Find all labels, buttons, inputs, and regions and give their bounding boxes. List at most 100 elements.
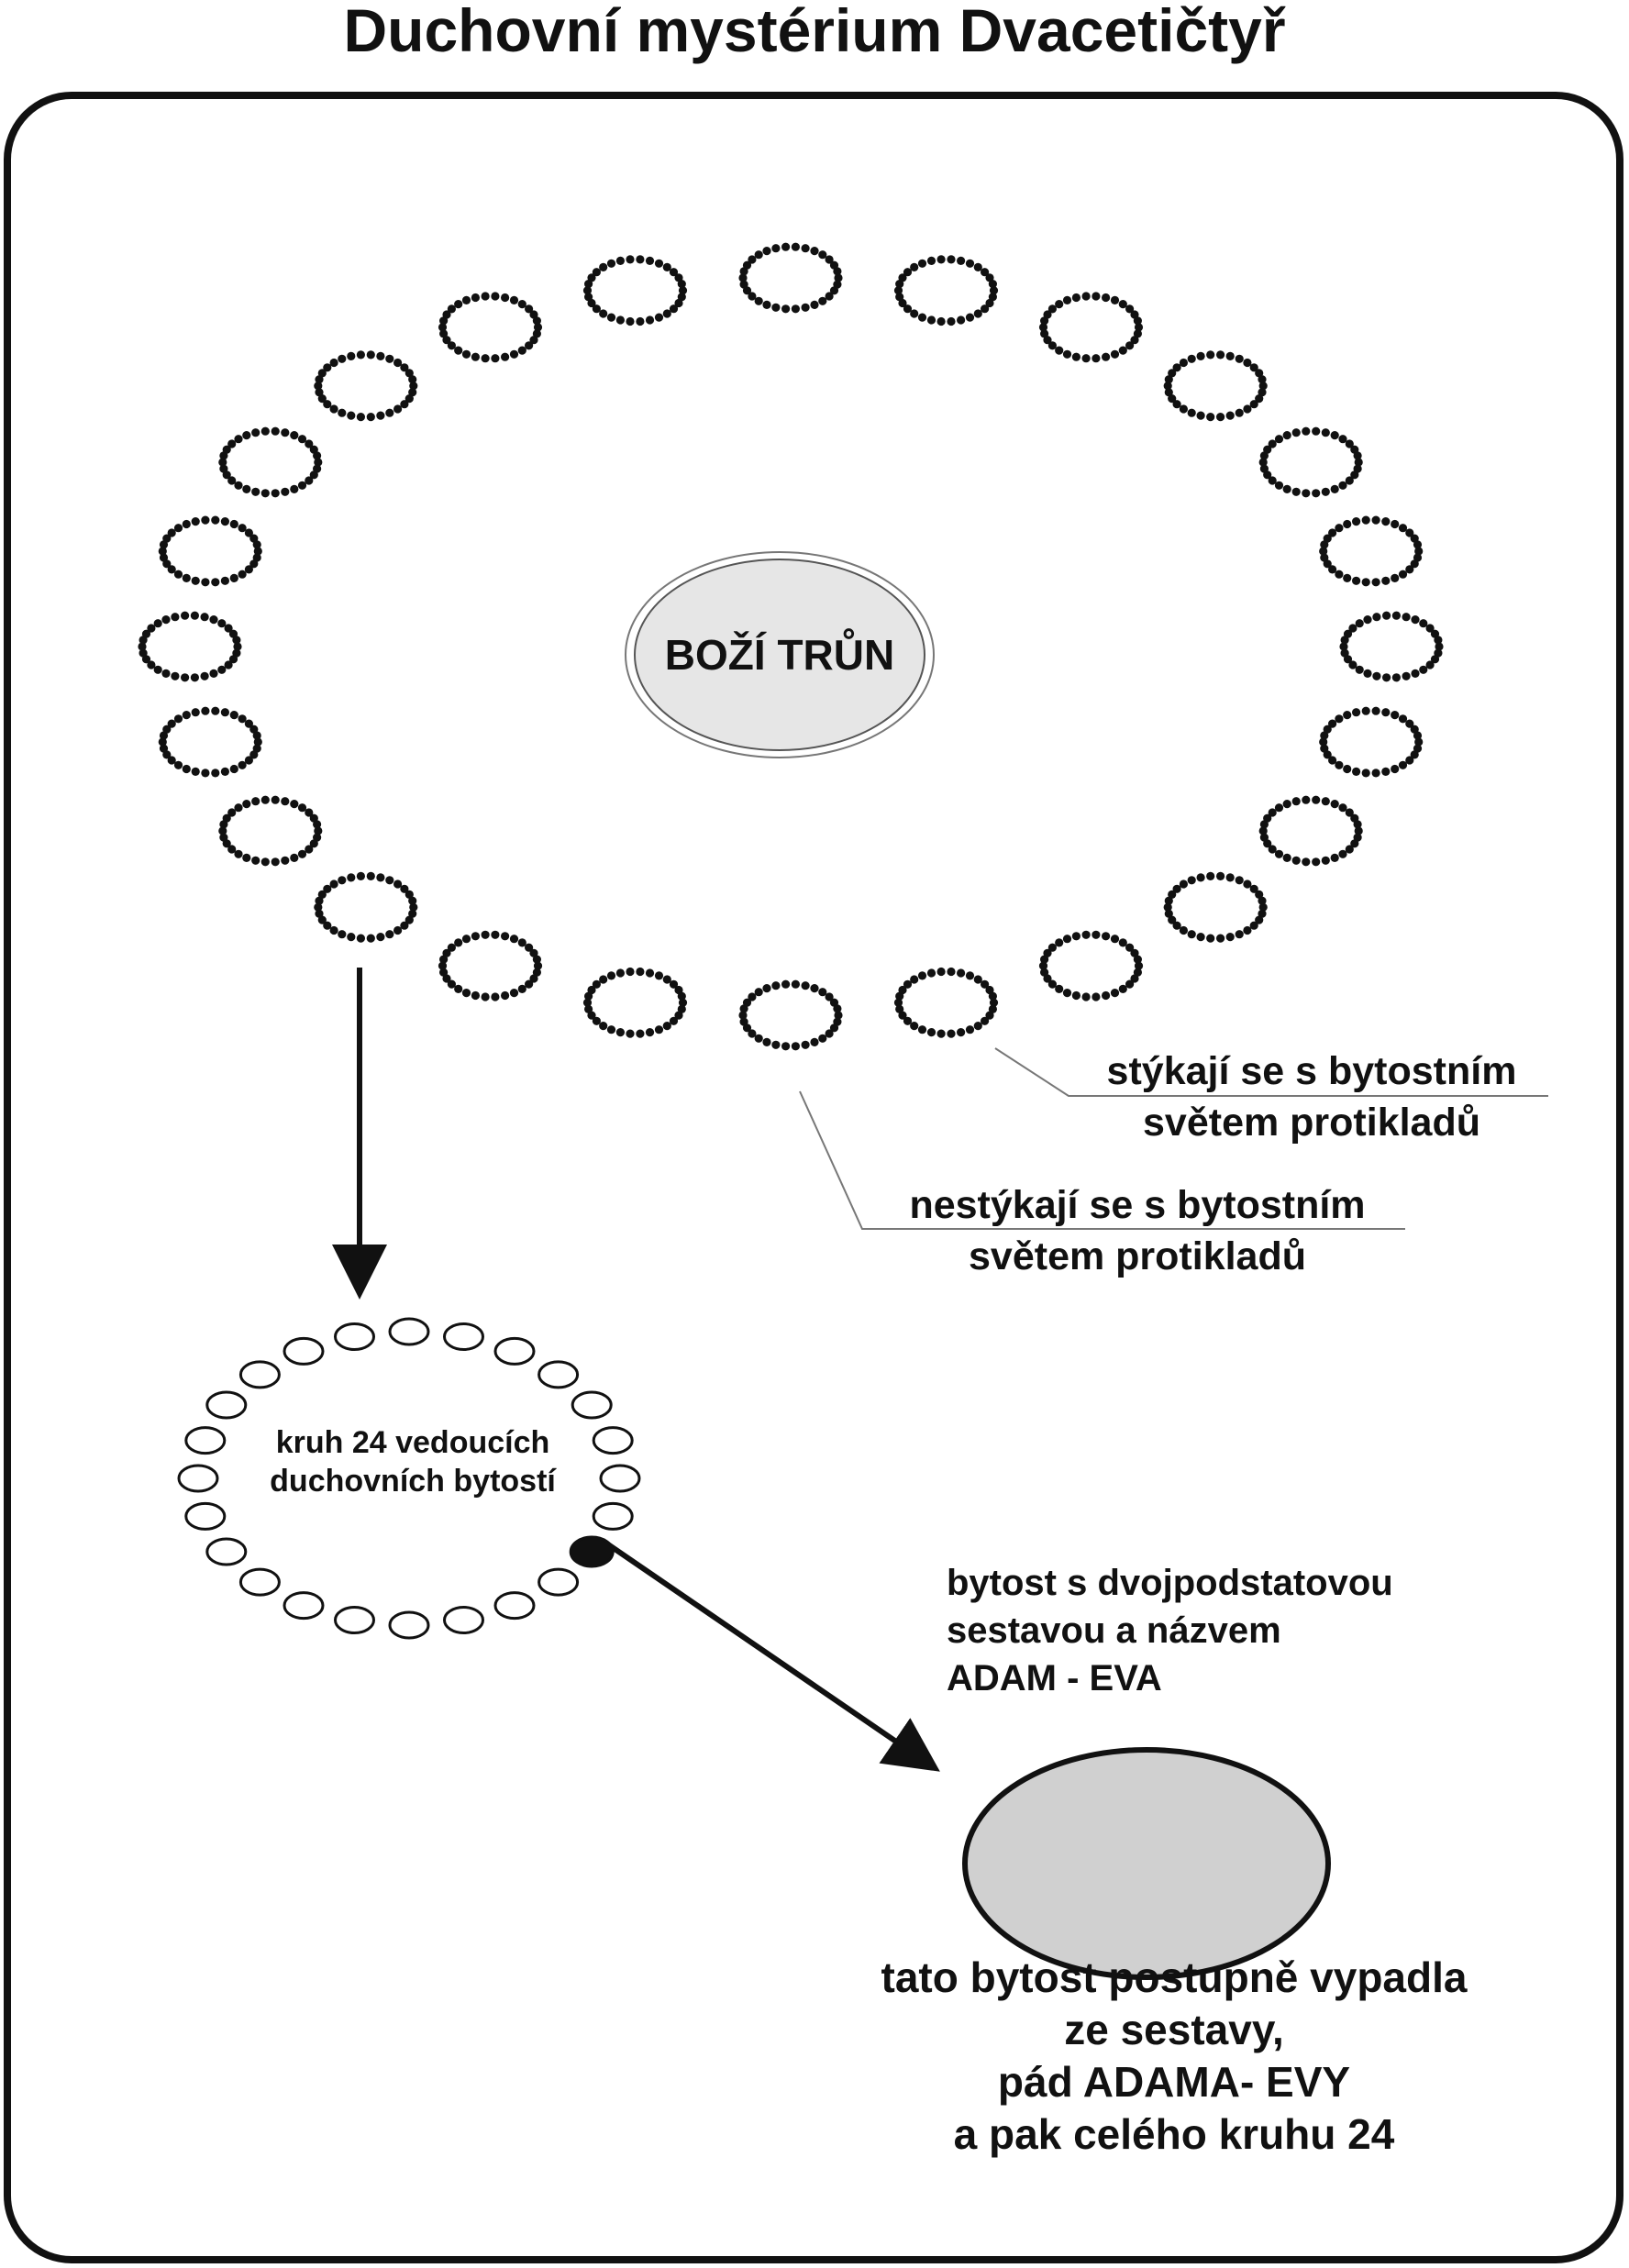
bead	[1335, 760, 1344, 769]
bead	[217, 665, 227, 674]
bead	[1255, 394, 1264, 404]
bead	[1187, 408, 1196, 417]
bead	[1381, 517, 1391, 526]
bead	[1179, 404, 1188, 414]
bead	[791, 1042, 801, 1051]
bead	[1371, 706, 1380, 715]
bead	[825, 1029, 834, 1038]
bead	[366, 871, 375, 881]
bead	[1382, 611, 1391, 620]
bead	[771, 303, 781, 312]
bead	[347, 873, 356, 882]
bead	[211, 515, 220, 525]
beaded-circle	[1163, 350, 1268, 422]
bead	[1411, 669, 1420, 679]
bead	[1081, 992, 1091, 1001]
bead	[1352, 767, 1361, 777]
bead	[1348, 624, 1358, 633]
bead	[260, 426, 270, 436]
bead	[356, 350, 365, 360]
bead	[329, 358, 338, 368]
bead	[1043, 974, 1052, 983]
bead	[1323, 559, 1332, 569]
bead	[926, 315, 936, 325]
beaded-circle	[582, 967, 688, 1038]
small-oval	[205, 1390, 248, 1420]
bead	[1258, 896, 1267, 905]
bead	[201, 706, 210, 715]
bead	[1130, 310, 1139, 319]
bead	[1350, 470, 1359, 480]
bead	[159, 731, 169, 740]
bead	[1330, 431, 1339, 440]
bead	[1263, 445, 1272, 454]
bead	[232, 636, 241, 645]
bead	[201, 578, 210, 587]
small-oval	[443, 1606, 484, 1634]
bead	[1179, 880, 1188, 889]
bead	[1168, 915, 1177, 924]
bead	[592, 979, 602, 989]
bead	[936, 255, 946, 264]
bead	[323, 363, 332, 372]
bead	[509, 989, 519, 998]
bead	[400, 884, 409, 893]
bead	[917, 313, 927, 322]
bead	[162, 534, 172, 543]
bead	[829, 1023, 839, 1033]
bead	[139, 648, 148, 658]
bead	[376, 933, 385, 942]
beaded-circle	[218, 426, 323, 498]
bead	[936, 316, 946, 326]
bead	[323, 921, 332, 930]
bead	[678, 998, 688, 1007]
bead	[818, 296, 827, 305]
bead	[1259, 833, 1269, 842]
bead	[989, 286, 999, 295]
bead	[677, 991, 686, 1001]
bead	[1302, 489, 1311, 498]
bead	[1320, 553, 1329, 562]
bead	[305, 808, 314, 817]
bead	[218, 458, 227, 467]
bead	[1321, 797, 1330, 806]
beaded-circle	[582, 255, 688, 326]
outer-frame	[4, 92, 1623, 2263]
bead	[754, 296, 763, 305]
bead	[662, 975, 671, 984]
bead	[965, 1025, 975, 1034]
bead	[190, 673, 199, 682]
bead	[748, 255, 757, 264]
bead	[1225, 411, 1235, 420]
bead	[200, 671, 209, 680]
bead	[244, 756, 253, 765]
bead	[903, 979, 913, 989]
bead	[654, 971, 664, 980]
bead	[1274, 803, 1284, 813]
bead	[1163, 382, 1172, 391]
bead	[1319, 547, 1328, 556]
bead	[297, 803, 307, 813]
bead	[314, 826, 323, 835]
bead	[1343, 711, 1352, 720]
beaded-circle	[218, 795, 323, 867]
bead	[517, 346, 526, 355]
bead	[599, 262, 608, 271]
bead	[191, 576, 200, 585]
beaded-circle	[1038, 292, 1144, 363]
bead	[1092, 292, 1101, 301]
bead	[252, 553, 261, 562]
bead	[1345, 845, 1354, 854]
bead	[260, 795, 270, 804]
bead	[454, 300, 463, 309]
bead	[471, 352, 481, 361]
bead	[936, 1029, 946, 1038]
bead	[400, 400, 409, 409]
bead	[1258, 382, 1268, 391]
bead	[587, 985, 596, 995]
bead	[181, 611, 190, 620]
bead	[182, 573, 191, 583]
bead	[153, 619, 162, 628]
bead	[584, 1004, 593, 1013]
bead	[461, 349, 471, 359]
